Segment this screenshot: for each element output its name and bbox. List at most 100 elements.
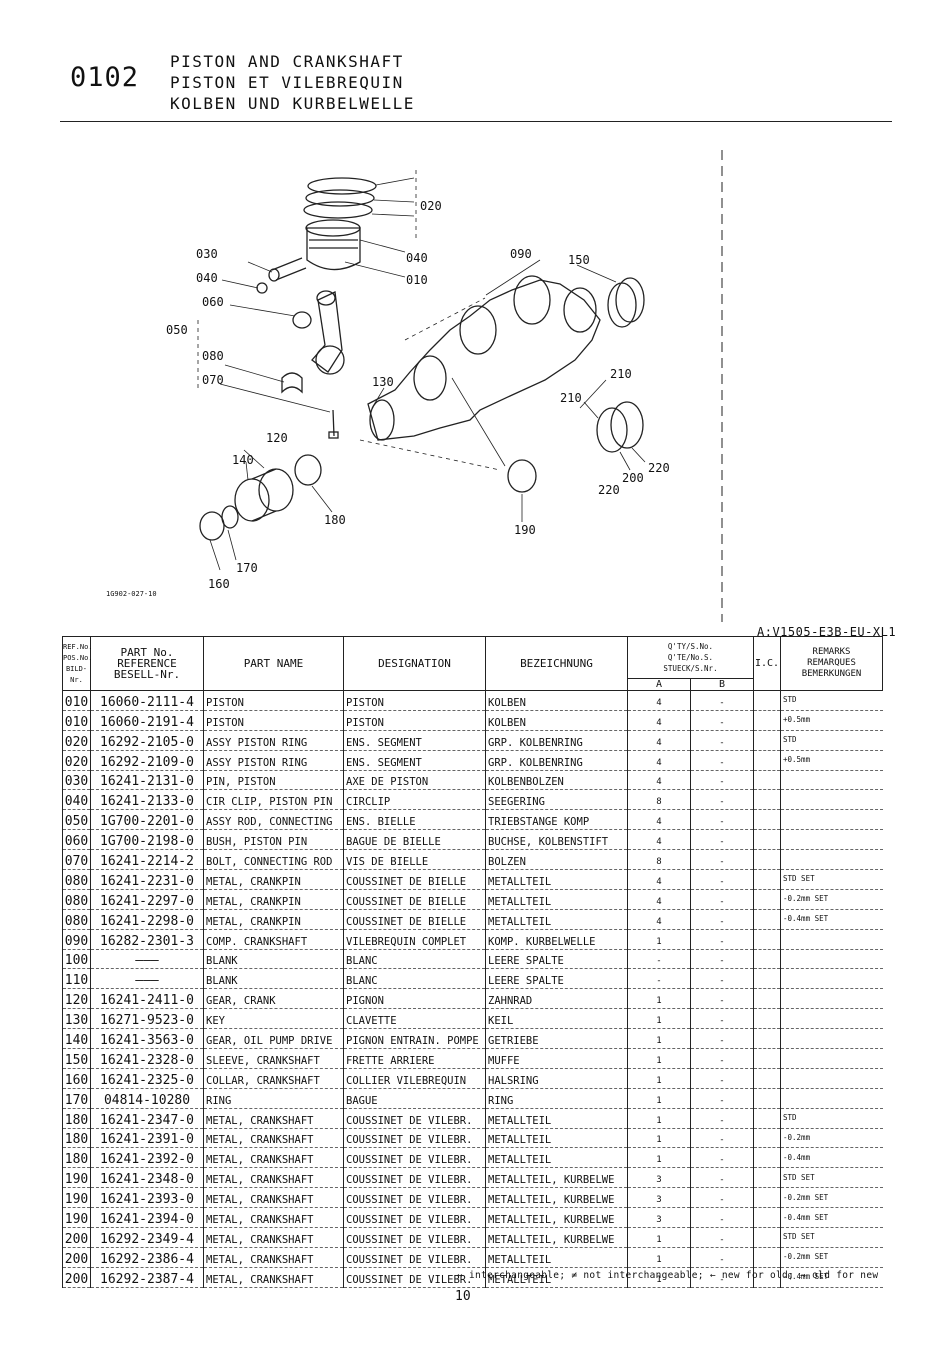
cell-a: 3	[627, 1187, 691, 1209]
cell-remark	[780, 968, 883, 990]
cell-ref: 020	[62, 730, 91, 751]
cell-remark: STD	[780, 1108, 883, 1129]
cell-remark	[780, 829, 883, 851]
cell-ic	[753, 988, 781, 1010]
cell-designation: VIS DE BIELLE	[343, 849, 486, 871]
cell-part: 04814-10280	[90, 1088, 204, 1109]
cell-remark	[780, 1008, 883, 1030]
cell-ic	[753, 929, 781, 950]
cell-bezeichnung: KOLBEN	[485, 710, 628, 731]
cell-designation: COUSSINET DE VILEBR.	[343, 1227, 486, 1248]
cell-b: -	[690, 849, 754, 871]
header-rule	[60, 121, 892, 122]
cell-ref: 170	[62, 1088, 91, 1109]
cell-a: 4	[627, 710, 691, 731]
cell-ic	[753, 1128, 781, 1149]
cell-name: METAL, CRANKSHAFT	[203, 1267, 344, 1288]
piston-pin	[271, 257, 307, 281]
cell-part: 1G700-2198-0	[90, 829, 204, 851]
cell-bezeichnung: METALLTEIL	[485, 1267, 628, 1288]
cell-b: -	[690, 809, 754, 831]
cell-a: 1	[627, 929, 691, 950]
connecting-rod	[311, 291, 343, 373]
cell-a: 1	[627, 1028, 691, 1050]
callout-label: 010	[406, 273, 428, 287]
ring	[221, 505, 239, 529]
cell-designation: CLAVETTE	[343, 1008, 486, 1030]
crankshaft-collar	[199, 511, 225, 541]
cell-bezeichnung: LEERE SPALTE	[485, 968, 628, 990]
cell-b: -	[690, 829, 754, 851]
cell-designation: COUSSINET DE VILEBR.	[343, 1207, 486, 1229]
cell-a: 4	[627, 750, 691, 771]
cell-ref: 200	[62, 1267, 91, 1288]
piston-body	[306, 227, 361, 271]
cell-a: 1	[627, 1068, 691, 1089]
callout-label: 150	[568, 253, 590, 267]
cell-remark: -0.4mm SET	[780, 909, 883, 930]
cell-a: 8	[627, 849, 691, 871]
cell-designation: PISTON	[343, 710, 486, 731]
cell-remark	[780, 849, 883, 871]
cell-ic	[753, 1267, 781, 1288]
page-number: 10	[455, 1289, 471, 1304]
cell-a: 4	[627, 770, 691, 791]
cell-remark	[780, 1048, 883, 1069]
cell-bezeichnung: METALLTEIL, KURBELWE	[485, 1207, 628, 1229]
cell-part: 16271-9523-0	[90, 1008, 204, 1030]
cell-part: 16292-2386-4	[90, 1247, 204, 1268]
cell-ref: 190	[62, 1187, 91, 1209]
cell-ref: 190	[62, 1167, 91, 1189]
callout-label: 170	[236, 561, 258, 575]
cell-b: -	[690, 1147, 754, 1169]
cell-bezeichnung: METALLTEIL	[485, 1247, 628, 1268]
cell-name: METAL, CRANKSHAFT	[203, 1227, 344, 1248]
cell-a: 4	[627, 730, 691, 751]
cell-ic	[753, 710, 781, 731]
exploded-parts-diagram: 020 030 040 040 010 060 050 080 070 090 …	[106, 150, 723, 622]
cell-part: 16241-2392-0	[90, 1147, 204, 1169]
cell-ref: 160	[62, 1068, 91, 1089]
cell-name: PISTON	[203, 690, 344, 711]
cell-a: 4	[627, 889, 691, 910]
cell-remark	[780, 949, 883, 970]
cell-ic	[753, 1108, 781, 1129]
cell-ref: 150	[62, 1048, 91, 1069]
cell-bezeichnung: METALLTEIL	[485, 869, 628, 890]
callout-label: 180	[324, 513, 346, 527]
cell-b: -	[690, 1088, 754, 1109]
cell-a: 1	[627, 1147, 691, 1169]
cell-part: 16241-3563-0	[90, 1028, 204, 1050]
cell-a: 4	[627, 829, 691, 851]
cell-bezeichnung: HALSRING	[485, 1068, 628, 1089]
callout-label: 090	[510, 247, 532, 261]
cell-part: 16241-2394-0	[90, 1207, 204, 1229]
cell-part: 16241-2231-0	[90, 869, 204, 890]
cell-remark: +0.5mm	[780, 710, 883, 731]
cell-designation: COUSSINET DE VILEBR.	[343, 1167, 486, 1189]
cell-bezeichnung: METALLTEIL	[485, 909, 628, 930]
cell-name: METAL, CRANKSHAFT	[203, 1108, 344, 1129]
cell-designation: COUSSINET DE VILEBR.	[343, 1267, 486, 1288]
cell-ic	[753, 1088, 781, 1109]
cell-designation: ENS. SEGMENT	[343, 730, 486, 751]
cell-name: COMP. CRANKSHAFT	[203, 929, 344, 950]
title-english: PISTON AND CRANKSHAFT	[170, 52, 404, 71]
cell-name: BLANK	[203, 968, 344, 990]
cell-ref: 030	[62, 770, 91, 791]
cell-b: -	[690, 1008, 754, 1030]
col-header-designation: DESIGNATION	[343, 636, 486, 691]
cell-a: 3	[627, 1207, 691, 1229]
cell-bezeichnung: BUCHSE, KOLBENSTIFT	[485, 829, 628, 851]
cell-remark: -0.2mm	[780, 1128, 883, 1149]
cell-a: -	[627, 968, 691, 990]
cell-name: METAL, CRANKPIN	[203, 909, 344, 930]
